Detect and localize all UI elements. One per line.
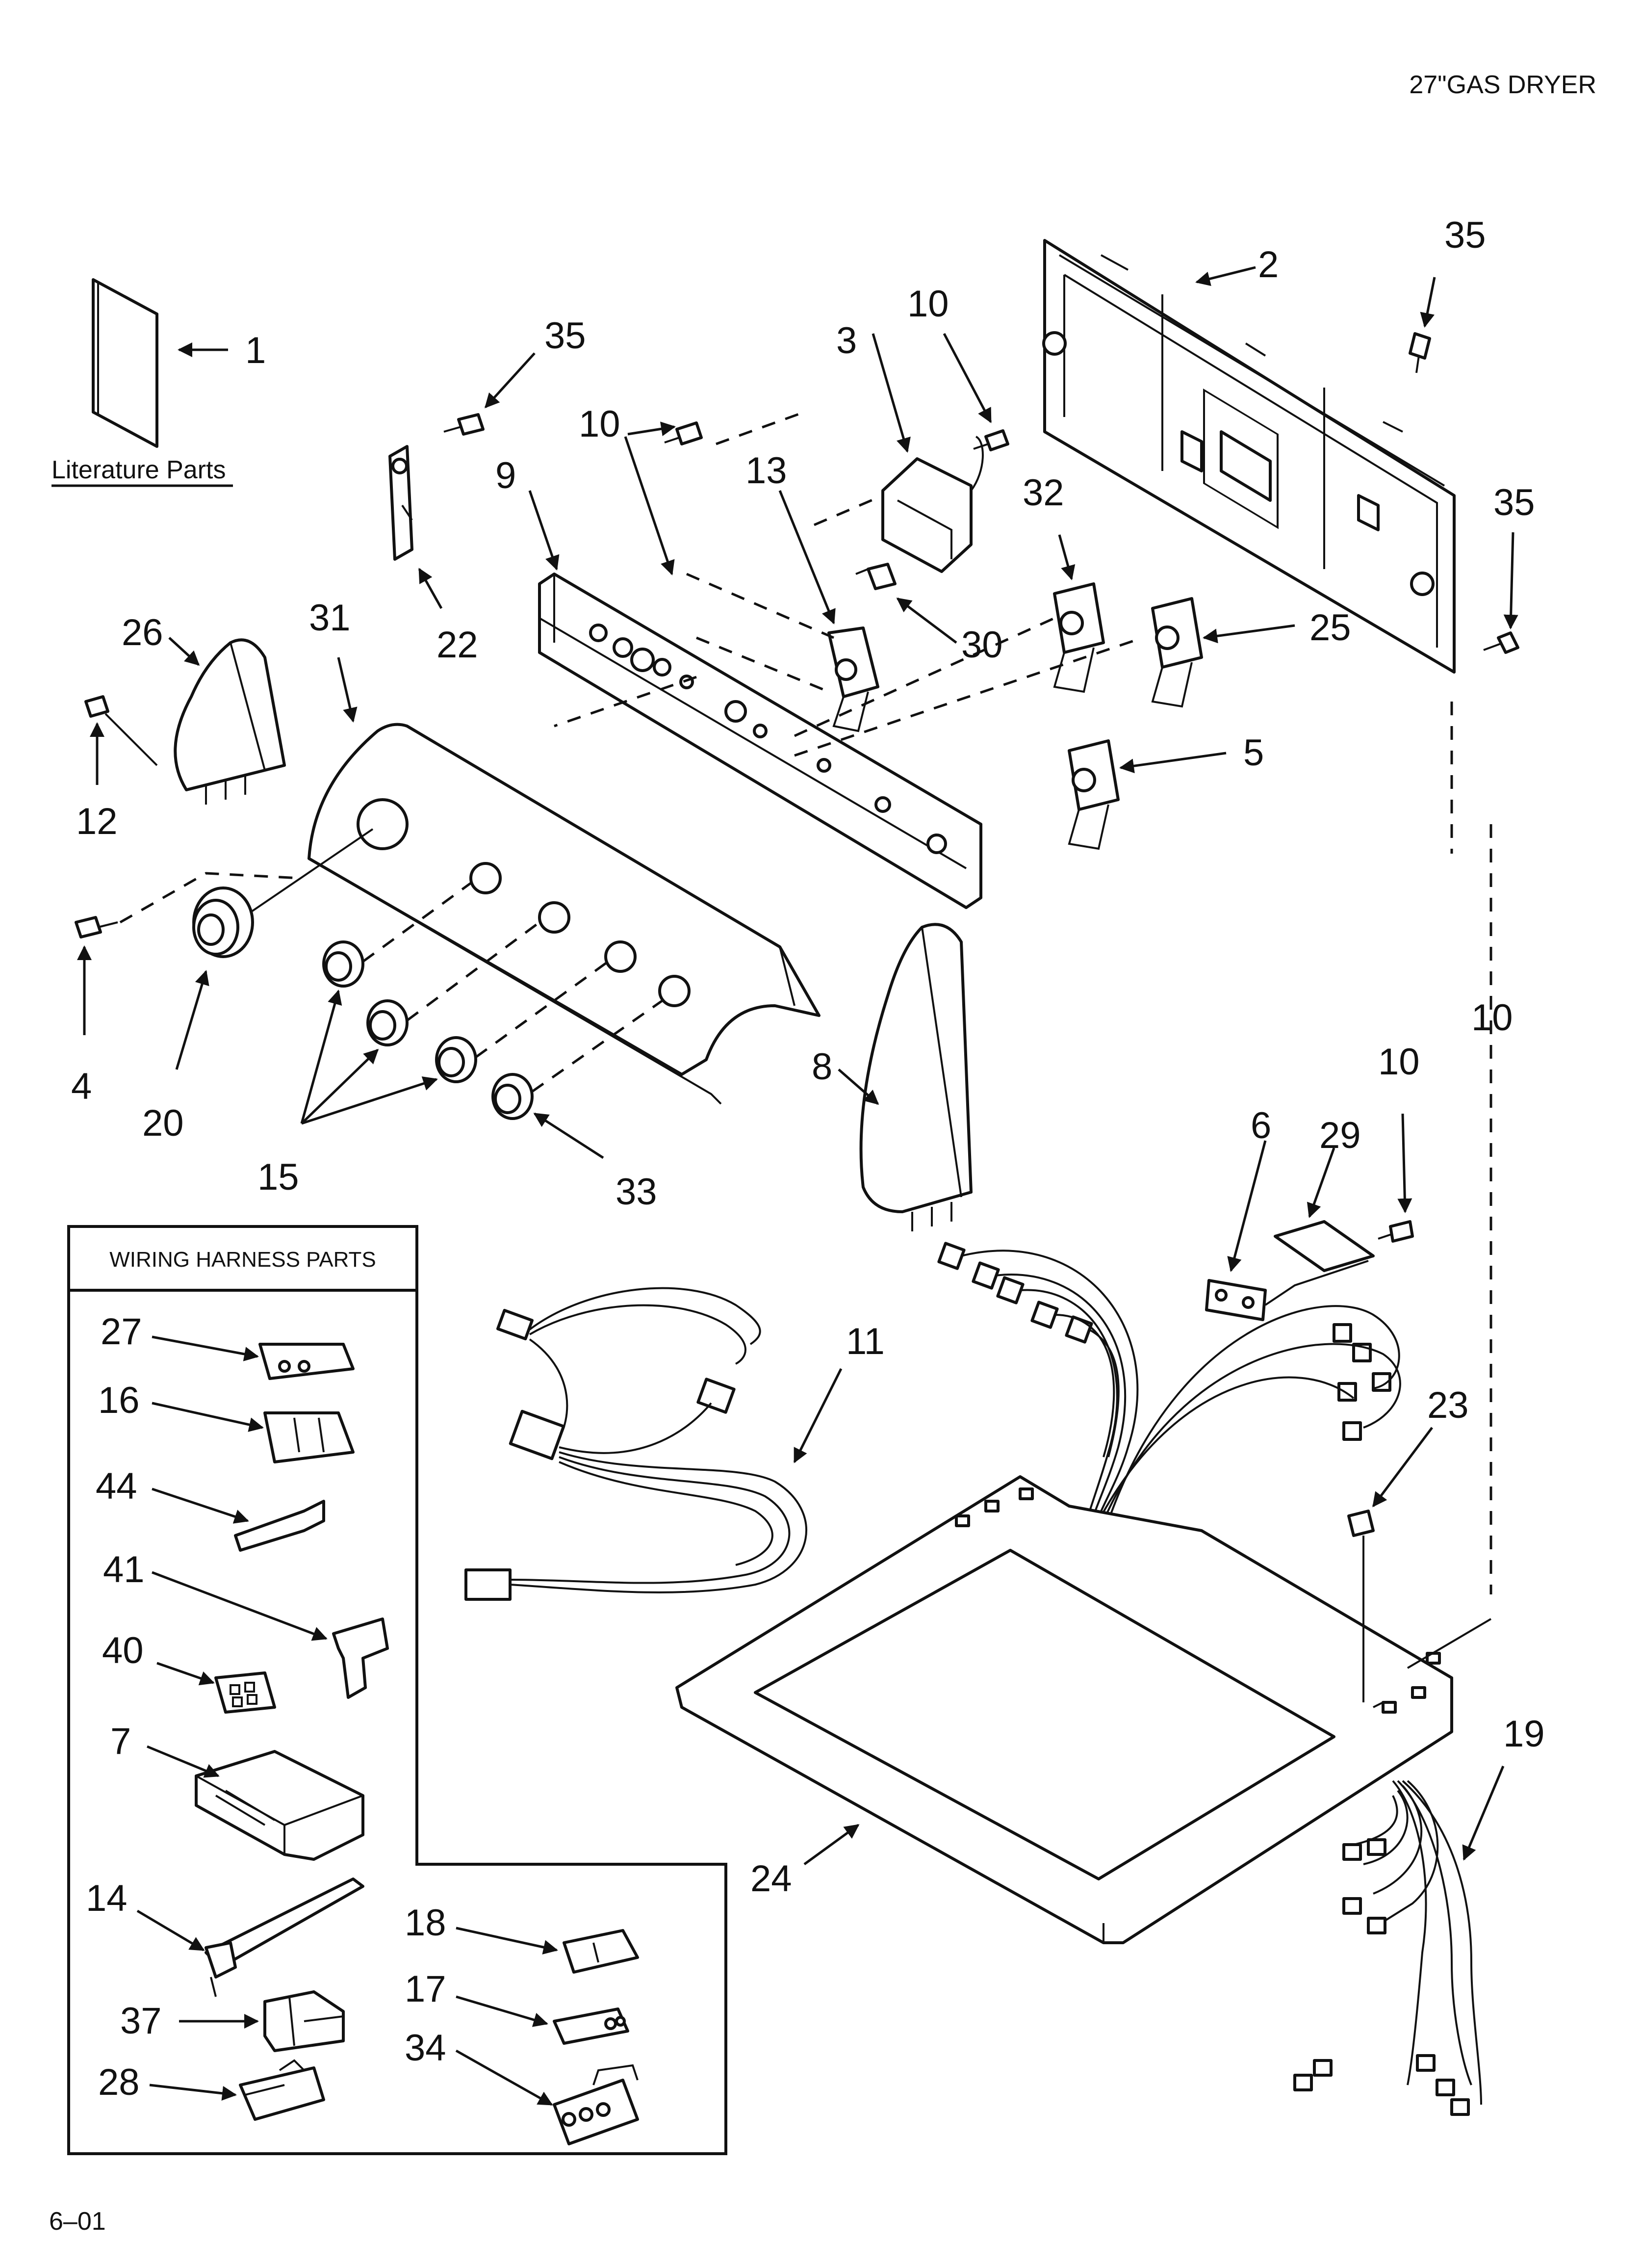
callout-29: 29	[1319, 1115, 1361, 1156]
end-cap-8	[859, 923, 973, 1231]
callout-27: 27	[101, 1311, 142, 1353]
control-panel-console	[308, 723, 821, 1105]
bracket-22	[388, 445, 413, 561]
callout-33: 33	[616, 1171, 657, 1213]
part-37	[263, 1990, 345, 2052]
callout-2: 2	[1258, 244, 1279, 286]
screw-4	[75, 916, 118, 938]
knob-20	[192, 828, 374, 958]
callout-40: 40	[102, 1630, 144, 1671]
timer	[881, 436, 984, 573]
part-28	[239, 2059, 325, 2121]
callout-23: 23	[1427, 1384, 1469, 1426]
page-code: 6–01	[49, 2207, 106, 2236]
part-41	[332, 1617, 389, 1699]
callout-9: 9	[495, 455, 516, 496]
callout-3: 3	[836, 320, 857, 362]
switch-13	[827, 626, 879, 732]
literature-parts: Literature Parts	[51, 278, 233, 487]
part-7	[195, 1750, 364, 1861]
part-27	[258, 1343, 355, 1380]
screw-35-left	[443, 413, 485, 436]
literature-caption: Literature Parts	[51, 456, 226, 484]
wiring-harness-right	[937, 1220, 1414, 1531]
screw-10-panel	[664, 421, 703, 445]
callout-1: 1	[245, 330, 266, 371]
callout-37: 37	[120, 2000, 162, 2042]
part-16	[263, 1411, 355, 1463]
switch-5	[1068, 739, 1120, 850]
top-panel-24	[675, 1475, 1492, 1944]
part-34	[553, 2064, 639, 2145]
knobs-15	[322, 882, 609, 1083]
callout-19: 19	[1503, 1713, 1545, 1755]
callout-11: 11	[846, 1321, 885, 1362]
callout-35-top: 35	[1444, 214, 1486, 256]
screw-12	[84, 695, 158, 766]
switch-25	[1151, 597, 1203, 708]
end-cap-26	[174, 638, 286, 805]
switch-32	[1053, 582, 1105, 693]
callout-26: 26	[122, 612, 163, 653]
switch-30	[855, 563, 897, 590]
callout-22: 22	[436, 624, 478, 666]
callout-31: 31	[309, 597, 351, 639]
knob-33	[491, 999, 663, 1120]
part-40	[214, 1671, 276, 1714]
callout-32: 32	[1023, 472, 1064, 514]
callout-34: 34	[405, 2027, 446, 2069]
control-panel-bracket	[538, 573, 982, 909]
part-18	[563, 1929, 639, 1974]
callout-6: 6	[1251, 1105, 1271, 1147]
callout-13: 13	[745, 450, 787, 492]
callout-18: 18	[405, 1902, 446, 1944]
console-back-panel	[1042, 239, 1456, 674]
callout-14: 14	[86, 1877, 128, 1919]
callout-15: 15	[257, 1156, 299, 1198]
callout-12: 12	[76, 801, 118, 842]
harness-parts-box: WIRING HARNESS PARTS	[67, 1225, 727, 2155]
callout-10-d: 10	[1471, 997, 1513, 1039]
callout-17: 17	[405, 1968, 446, 2010]
wiring-harness-19	[1293, 1780, 1482, 2116]
callout-16: 16	[98, 1380, 140, 1421]
callout-28: 28	[98, 2061, 140, 2103]
callout-24: 24	[750, 1858, 792, 1900]
harness-box-title: WIRING HARNESS PARTS	[109, 1248, 376, 1272]
screw-35-top	[1409, 332, 1431, 373]
part-14	[205, 1877, 364, 1997]
screw-10-timer	[973, 429, 1009, 451]
callout-41: 41	[103, 1549, 145, 1590]
callout-10-b: 10	[579, 403, 620, 445]
page-title: 27"GAS DRYER	[1409, 71, 1596, 99]
callout-7: 7	[110, 1721, 131, 1762]
screw-35-right	[1483, 631, 1519, 654]
callout-5: 5	[1243, 732, 1264, 774]
callout-10-a: 10	[907, 283, 949, 325]
clip-23	[1347, 1510, 1375, 1537]
wiring-harness-11	[464, 1287, 807, 1601]
callout-8: 8	[812, 1046, 832, 1088]
callout-4: 4	[71, 1066, 92, 1107]
callout-35-right: 35	[1493, 482, 1535, 523]
part-17	[553, 2007, 629, 2045]
callout-10-c: 10	[1378, 1041, 1420, 1083]
callout-25: 25	[1309, 607, 1351, 649]
callout-35-left: 35	[544, 315, 586, 357]
part-44	[234, 1500, 325, 1552]
callout-44: 44	[96, 1465, 137, 1507]
callout-20: 20	[142, 1102, 184, 1144]
